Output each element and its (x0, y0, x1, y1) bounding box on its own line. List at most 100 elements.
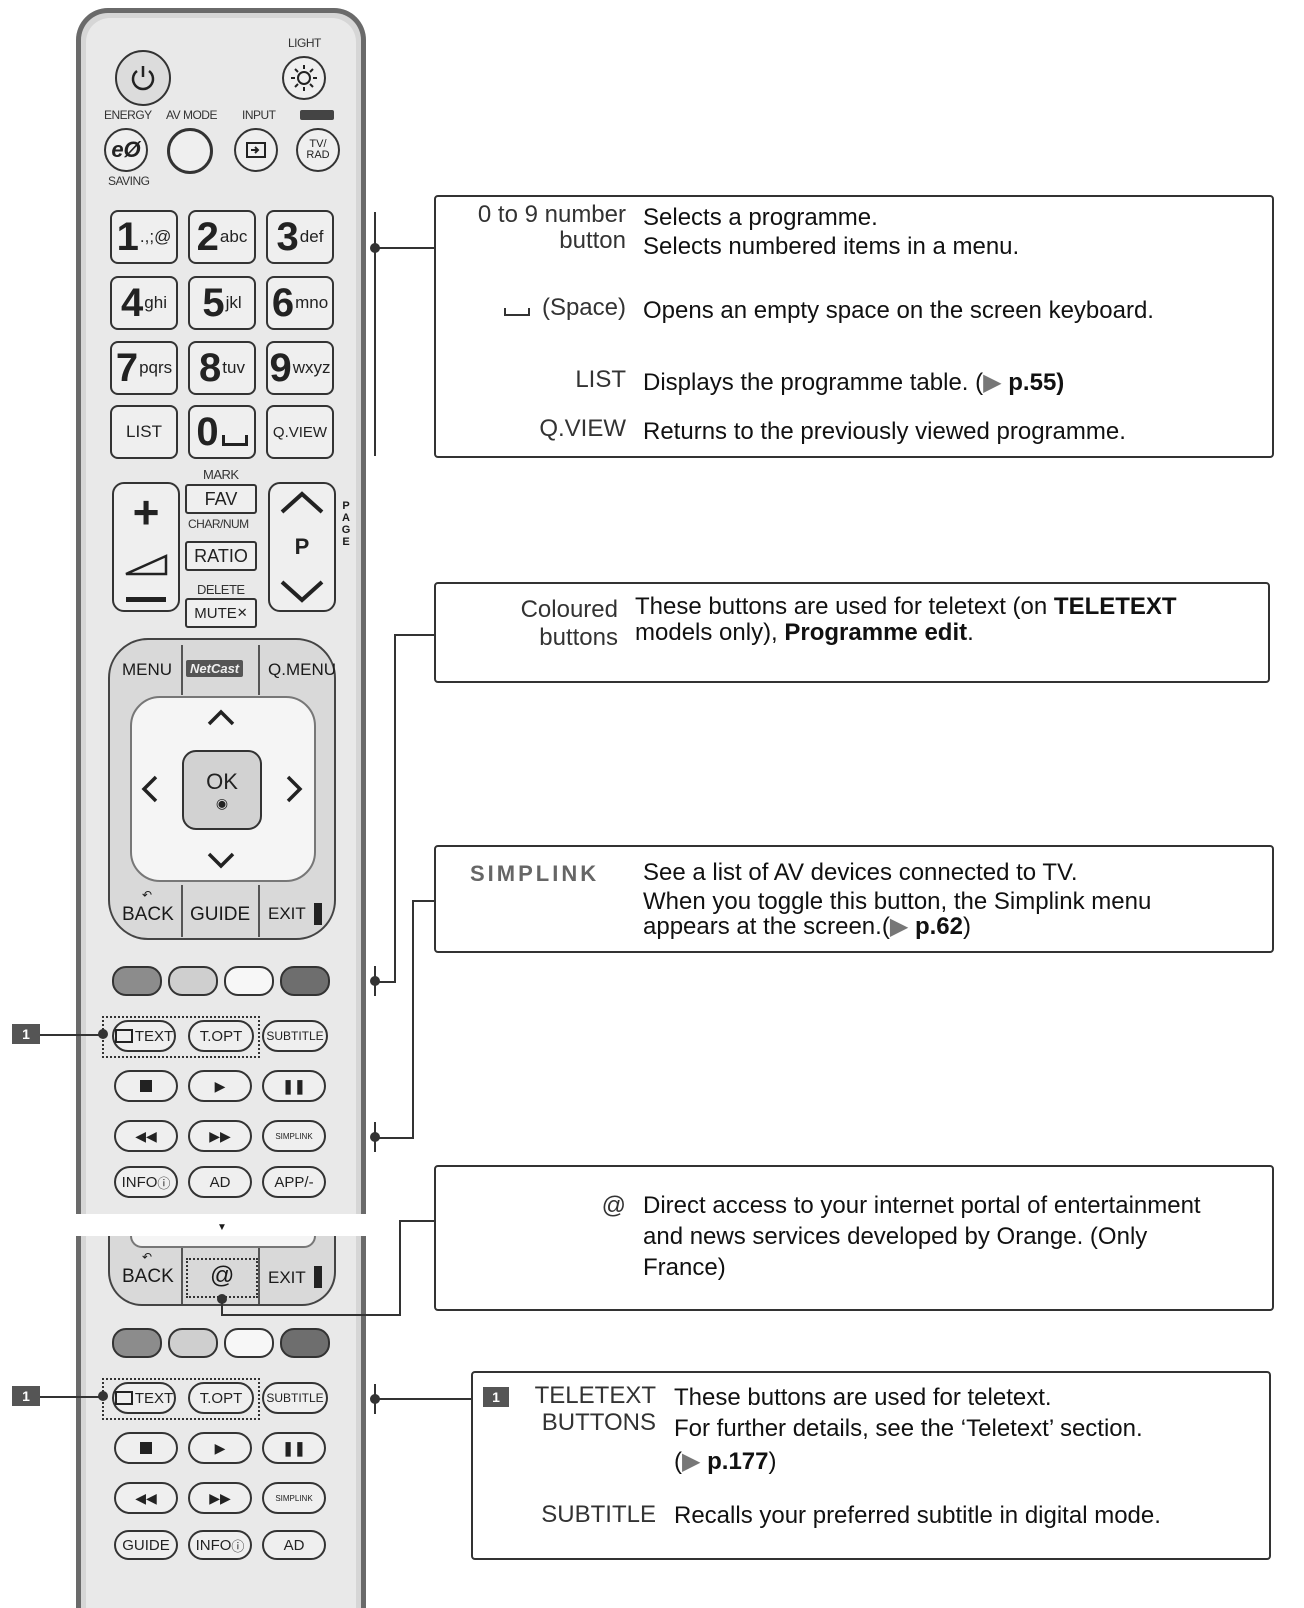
stop-button[interactable] (114, 1070, 178, 1102)
list-desc: Displays the programme table. (▶ p.55) (643, 368, 1064, 397)
simplink-page-ref: p.62 (914, 913, 963, 940)
text-button[interactable]: TEXT (112, 1020, 176, 1052)
text-button-variant[interactable]: TEXT (112, 1382, 176, 1414)
down-arrow-icon[interactable] (206, 850, 236, 870)
ad-button-variant[interactable]: AD (262, 1530, 326, 1560)
coloured-term-line2: buttons (539, 624, 618, 651)
exit-button-variant[interactable]: EXIT (268, 1268, 306, 1287)
left-arrow-icon[interactable] (140, 774, 160, 804)
numbers-bracket (374, 212, 376, 456)
exit-button[interactable]: EXIT (268, 904, 306, 923)
qview-button[interactable]: Q.VIEW (266, 405, 334, 459)
tv-rad-button[interactable]: TV/ RAD (296, 128, 340, 172)
guide-button-variant[interactable]: GUIDE (114, 1530, 178, 1560)
stop-icon (140, 1442, 152, 1454)
simplink-button[interactable]: SIMPLINK (262, 1120, 326, 1152)
list-page-ref: p.55) (1008, 369, 1065, 396)
light-button[interactable] (282, 56, 326, 100)
back-button-variant[interactable]: BACK (122, 1266, 174, 1287)
at-term: @ (601, 1192, 626, 1219)
light-label: LIGHT (288, 36, 321, 50)
netcast-button[interactable]: NetCast (186, 660, 244, 677)
qmenu-button[interactable]: Q.MENU (268, 660, 336, 679)
programme-up-icon (280, 491, 324, 514)
pause-button[interactable]: ❚❚ (262, 1070, 326, 1102)
space-icon (221, 434, 248, 446)
nav-divider-v6 (258, 1248, 260, 1304)
menu-button[interactable]: MENU (122, 660, 173, 679)
colour-button-3-variant[interactable] (224, 1328, 274, 1358)
ok-button[interactable]: OK ◉ (182, 750, 262, 830)
back-button[interactable]: BACK (122, 904, 174, 925)
at-connector-v2 (399, 1220, 401, 1316)
av-mode-button[interactable] (167, 128, 213, 174)
play-icon: ▶ (214, 1439, 226, 1456)
rewind-button[interactable]: ◀◀ (114, 1120, 178, 1152)
coloured-desc-d: Programme edit (784, 619, 968, 646)
marker-one-b-dot (98, 1391, 108, 1401)
colour-button-3[interactable] (224, 966, 274, 996)
guide-button[interactable]: GUIDE (190, 904, 251, 925)
ad-button[interactable]: AD (188, 1166, 252, 1198)
up-arrow-icon[interactable] (206, 708, 236, 728)
programme-rocker[interactable]: P (268, 482, 336, 612)
zero-space-button[interactable]: 0 (188, 405, 256, 459)
colour-button-2-variant[interactable] (168, 1328, 218, 1358)
teletext-info-box (471, 1371, 1271, 1560)
colour-button-4-variant[interactable] (280, 1328, 330, 1358)
dpad[interactable] (130, 696, 316, 882)
play-button[interactable]: ▶ (188, 1070, 252, 1102)
number-letters: abc (219, 227, 248, 246)
input-button[interactable] (234, 128, 278, 172)
rewind-button-variant[interactable]: ◀◀ (114, 1482, 178, 1514)
subtitle-button[interactable]: SUBTITLE (262, 1020, 328, 1052)
at-button[interactable]: @ (210, 1262, 235, 1289)
power-button[interactable] (115, 50, 171, 106)
topt-button[interactable]: T.OPT (188, 1020, 254, 1052)
number-digit: 2 (196, 214, 219, 259)
app-button[interactable]: APP/- (262, 1166, 326, 1198)
marker-one-b: 1 (12, 1386, 40, 1406)
pause-button-variant[interactable]: ❚❚ (262, 1432, 326, 1464)
at-connector-h2 (399, 1220, 434, 1222)
fav-button[interactable]: FAV (185, 484, 257, 514)
pause-icon: ❚❚ (282, 1077, 306, 1094)
right-arrow-icon[interactable] (284, 774, 304, 804)
list-button[interactable]: LIST (110, 405, 178, 459)
topt-button-variant[interactable]: T.OPT (188, 1382, 254, 1414)
simplink-button-variant[interactable]: SIMPLINK (262, 1482, 326, 1514)
fast-forward-button[interactable]: ▶▶ (188, 1120, 252, 1152)
colour-button-2[interactable] (168, 966, 218, 996)
colour-button-4[interactable] (280, 966, 330, 996)
mute-button[interactable]: MUTE✕ (185, 598, 257, 628)
simplink-info-box (434, 845, 1274, 953)
number-letters: tuv (222, 358, 245, 377)
info-icon: ⓘ (231, 1538, 245, 1554)
stop-button-variant[interactable] (114, 1432, 178, 1464)
energy-saving-button[interactable]: eØ (104, 128, 148, 172)
zero-label: 0 (196, 409, 219, 454)
colour-button-1[interactable] (112, 966, 162, 996)
coloured-connector-h2 (394, 634, 434, 636)
programme-down-icon (280, 580, 324, 603)
subtitle-button-variant[interactable]: SUBTITLE (262, 1382, 328, 1414)
ratio-button[interactable]: RATIO (185, 541, 257, 571)
colour-button-1-variant[interactable] (112, 1328, 162, 1358)
volume-rocker[interactable]: + (112, 482, 180, 612)
fast-forward-button-variant[interactable]: ▶▶ (188, 1482, 252, 1514)
play-button-variant[interactable]: ▶ (188, 1432, 252, 1464)
number-button-1[interactable]: 1.,;@ (110, 210, 178, 264)
stop-icon (140, 1080, 152, 1092)
qview-term: Q.VIEW (539, 415, 626, 442)
power-icon (131, 66, 155, 91)
